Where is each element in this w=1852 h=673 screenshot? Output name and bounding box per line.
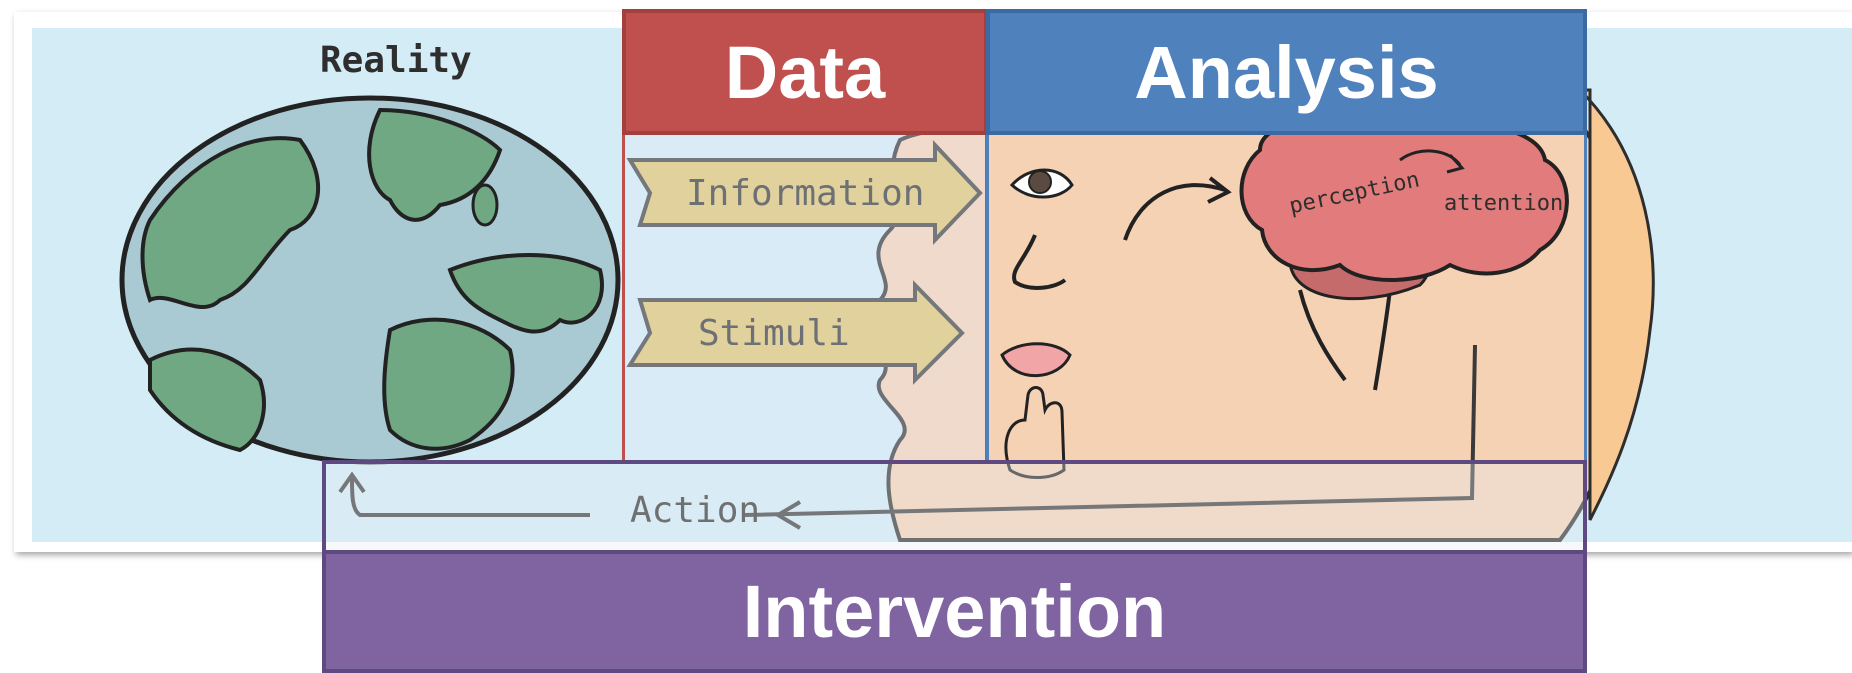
stimuli-label: Stimuli	[698, 313, 850, 354]
intervention-frame	[322, 460, 1587, 552]
action-path	[744, 344, 1477, 517]
action-label: Action	[630, 490, 760, 531]
intervention-title: Intervention	[742, 570, 1167, 653]
data-frame	[622, 130, 988, 460]
nose-icon	[1012, 234, 1067, 290]
intervention-box: Intervention	[322, 550, 1587, 673]
lips-icon	[1000, 342, 1072, 378]
information-label: Information	[686, 173, 924, 214]
stimuli-arrow	[626, 280, 965, 385]
brain-icon	[1239, 114, 1569, 391]
reality-label: Reality	[320, 40, 472, 81]
eye-icon	[1009, 168, 1074, 199]
action-return-arrow	[350, 477, 590, 517]
attention-label: attention	[1444, 191, 1563, 216]
ear	[1576, 88, 1655, 521]
earth-icon	[119, 95, 621, 465]
analysis-box: Analysis	[986, 9, 1587, 135]
perception-arrow	[1123, 183, 1226, 241]
hand-icon	[1004, 386, 1066, 479]
information-arrow	[626, 139, 983, 245]
analysis-title: Analysis	[1134, 30, 1439, 114]
analysis-frame	[986, 130, 1587, 460]
data-box: Data	[622, 9, 988, 135]
data-title: Data	[724, 30, 886, 114]
